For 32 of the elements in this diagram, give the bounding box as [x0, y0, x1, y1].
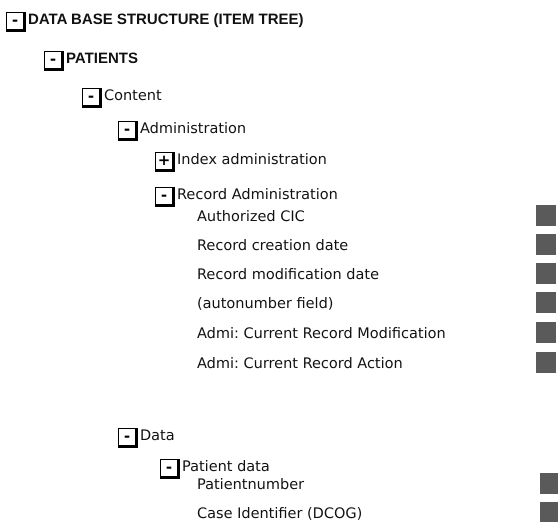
expander-toggle: - — [160, 459, 180, 479]
status-square — [536, 322, 556, 343]
tree-item-label: Administration — [140, 120, 246, 138]
expander-toggle: + — [155, 152, 175, 172]
tree-item-label: Content — [104, 87, 162, 105]
tree-item-label: Data — [140, 427, 175, 445]
expander-toggle: - — [44, 51, 64, 71]
status-square — [536, 234, 556, 255]
expander-toggle: - — [6, 12, 26, 32]
tree-item-label: DATA BASE STRUCTURE (ITEM TREE) — [28, 11, 304, 29]
status-square — [536, 352, 556, 373]
tree-item-label: Record Administration — [177, 186, 338, 204]
tree-item-label: Record creation date — [197, 237, 348, 255]
tree-item-label: PATIENTS — [66, 50, 138, 68]
tree-item-label: Patient data — [182, 458, 270, 476]
status-square — [536, 205, 556, 226]
expander-toggle: - — [118, 428, 138, 448]
tree-item-label: Case Identifier (DCOG) — [197, 505, 362, 522]
tree-item-label: (autonumber field) — [197, 295, 334, 313]
expander-toggle: - — [118, 121, 138, 141]
tree-item-label: Index administration — [177, 151, 327, 169]
tree-item-label: Admi: Current Record Modification — [197, 325, 446, 343]
tree-item-label: Admi: Current Record Action — [197, 355, 403, 373]
status-square — [536, 292, 556, 313]
tree-item-label: Patientnumber — [197, 476, 304, 494]
status-square — [540, 502, 558, 522]
expander-toggle: - — [155, 187, 175, 207]
status-square — [540, 473, 558, 494]
status-square — [536, 263, 556, 284]
expander-toggle: - — [82, 88, 102, 108]
tree-item-label: Record modification date — [197, 266, 380, 284]
tree-item-label: Authorized CIC — [197, 208, 305, 226]
